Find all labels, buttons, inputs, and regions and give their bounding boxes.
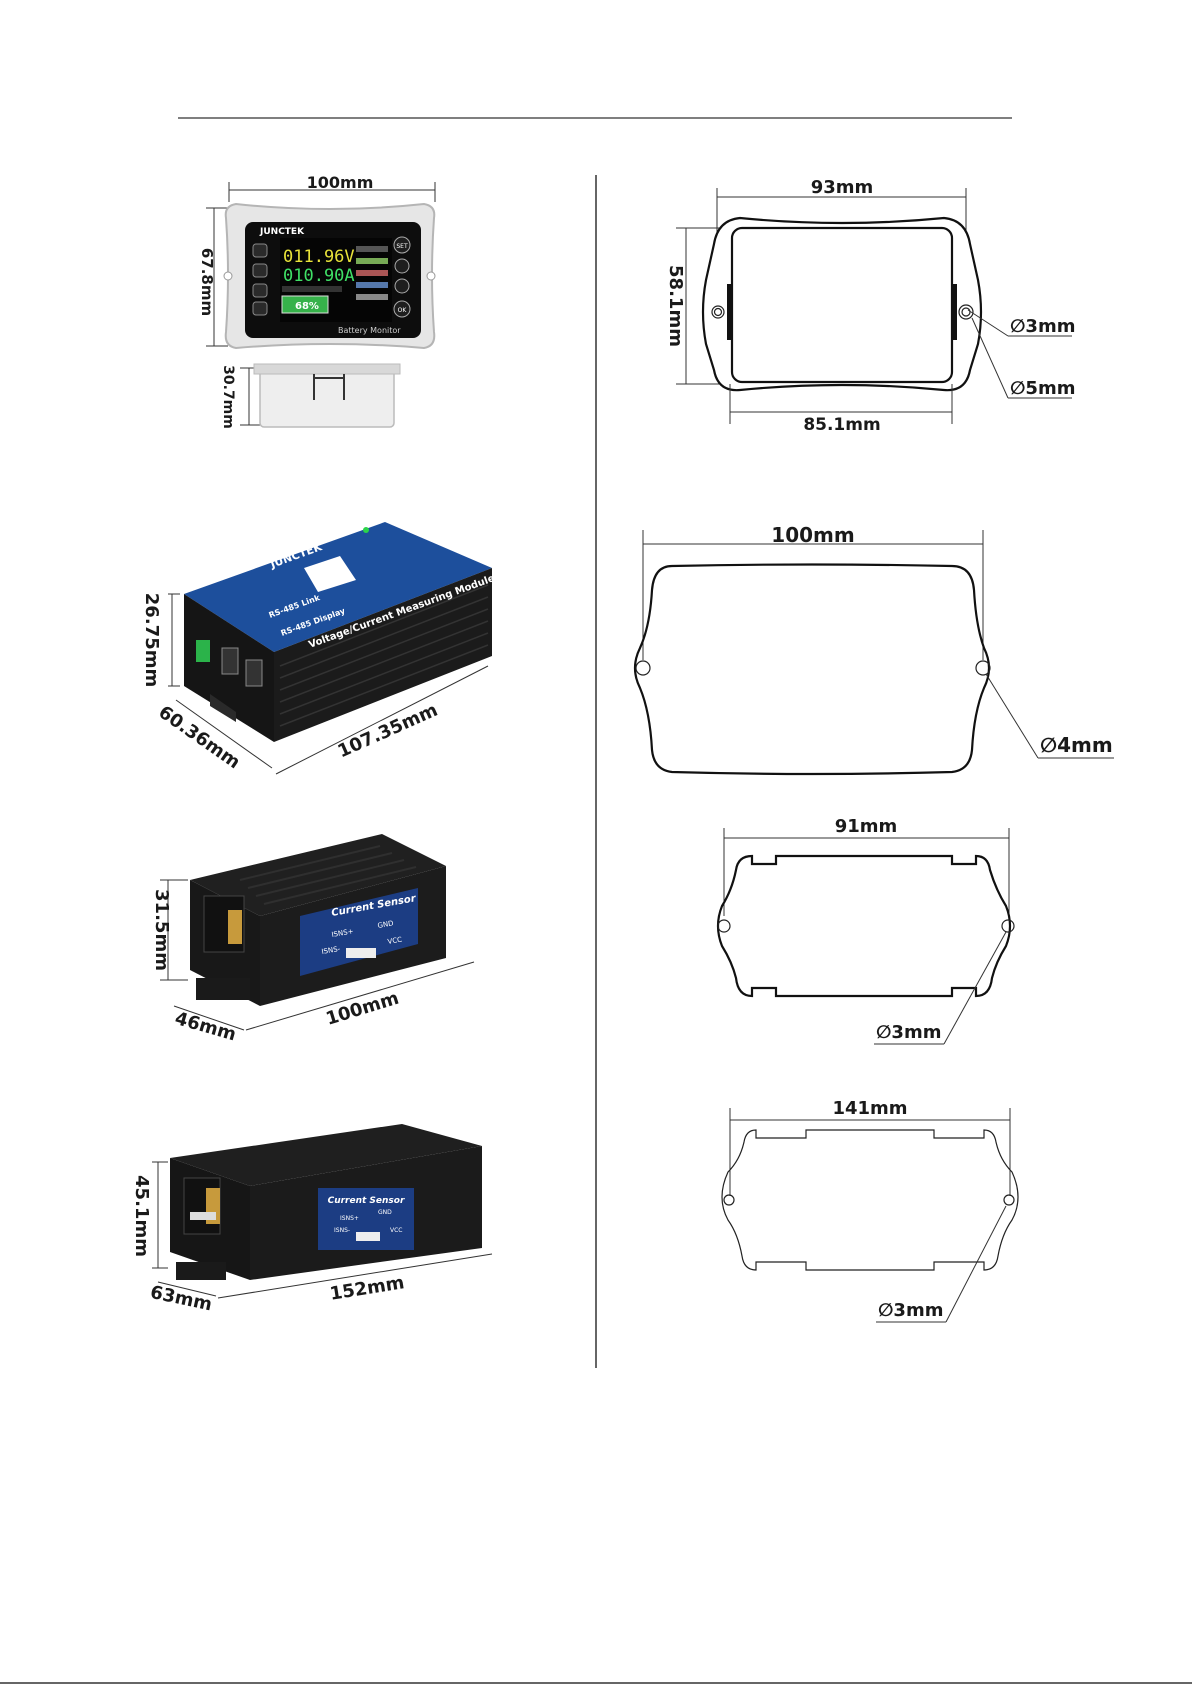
sensor-small-height-label: 31.5mm xyxy=(151,889,172,971)
cutout-plate-hole: ∅4mm xyxy=(1040,733,1113,757)
sensor-small-label-panel xyxy=(300,888,418,976)
cutout-rect-hole-large: ∅5mm xyxy=(1010,378,1075,399)
monitor-depth-label: 30.7mm xyxy=(220,365,236,429)
svg-text:VCC: VCC xyxy=(387,936,403,946)
monitor-width-label: 100mm xyxy=(307,173,374,192)
cutout-plate-outline xyxy=(633,563,991,776)
svg-text:GND: GND xyxy=(377,919,394,930)
svg-text:GND: GND xyxy=(378,1209,392,1216)
cutout-rect-drawing: 93mm 58.1mm 85.1mm ∅3mm ∅5mm xyxy=(665,177,1075,435)
monitor-footer: Battery Monitor xyxy=(338,326,401,335)
monitor-voltage: 011.96V xyxy=(283,247,355,267)
module-height-label: 26.75mm xyxy=(141,593,162,687)
svg-text:ISNS-: ISNS- xyxy=(334,1227,350,1234)
svg-text:ISNS+: ISNS+ xyxy=(340,1215,359,1222)
sensor-large-height-label: 45.1mm xyxy=(131,1175,152,1257)
cutout-141-hole: ∅3mm xyxy=(878,1300,943,1321)
monitor-brand: JUNCTEK xyxy=(259,227,305,237)
svg-text:ISNS-: ISNS- xyxy=(321,945,341,956)
svg-text:SET: SET xyxy=(396,243,408,250)
measuring-module-drawing: JUNCTEK Voltage/Current Measuring Module… xyxy=(141,522,496,775)
current-sensor-large-drawing: Current Sensor ISNS+ GND ISNS- VCC 45.1m… xyxy=(131,1124,493,1316)
cutout-141-drawing: 141mm ∅3mm xyxy=(721,1098,1019,1323)
monitor-current: 010.90A xyxy=(283,266,355,286)
cutout-rect-hole-small: ∅3mm xyxy=(1010,316,1075,337)
cutout-plate-drawing: 100mm ∅4mm xyxy=(633,523,1114,776)
cutout-rect-side-label: 58.1mm xyxy=(665,265,686,347)
monitor-battery-gauge xyxy=(281,295,329,314)
svg-text:OK: OK xyxy=(398,307,408,314)
monitor-percent: 68% xyxy=(295,301,319,312)
battery-monitor-drawing: 100mm 67.8mm JUNCTEK 011.96V 010.90A 68%… xyxy=(198,173,436,429)
cutout-91-top-label: 91mm xyxy=(835,816,898,837)
svg-text:ISNS+: ISNS+ xyxy=(331,927,354,939)
cutout-rect-outer xyxy=(701,216,983,392)
cutout-141-outline xyxy=(721,1129,1019,1271)
module-top-face xyxy=(184,522,492,652)
module-side-face xyxy=(274,568,492,742)
sensor-small-depth-label: 46mm xyxy=(173,1008,239,1045)
monitor-set-button xyxy=(393,236,411,254)
monitor-up-button xyxy=(394,258,410,274)
sensor-small-length-label: 100mm xyxy=(323,988,401,1030)
cutout-rect-bottom-label: 85.1mm xyxy=(803,415,880,435)
cutout-plate-top-label: 100mm xyxy=(771,523,854,547)
cutout-91-drawing: 91mm ∅3mm xyxy=(716,816,1015,1045)
cutout-rect-top-label: 93mm xyxy=(811,177,874,198)
sensor-large-length-label: 152mm xyxy=(328,1272,405,1304)
cutout-91-outline xyxy=(716,854,1012,998)
monitor-ok-button xyxy=(393,300,411,318)
monitor-height-label: 67.8mm xyxy=(198,248,216,316)
sensor-large-depth-label: 63mm xyxy=(148,1282,214,1316)
monitor-down-button xyxy=(394,278,410,294)
svg-text:VCC: VCC xyxy=(390,1227,402,1234)
cutout-91-hole: ∅3mm xyxy=(876,1022,941,1043)
cutout-141-top-label: 141mm xyxy=(832,1098,907,1119)
sensor-large-title: Current Sensor xyxy=(328,1196,405,1206)
current-sensor-small-drawing: Current Sensor ISNS+ GND ISNS- VCC 31.5m… xyxy=(151,834,475,1045)
cutout-rect-inner xyxy=(730,226,954,384)
